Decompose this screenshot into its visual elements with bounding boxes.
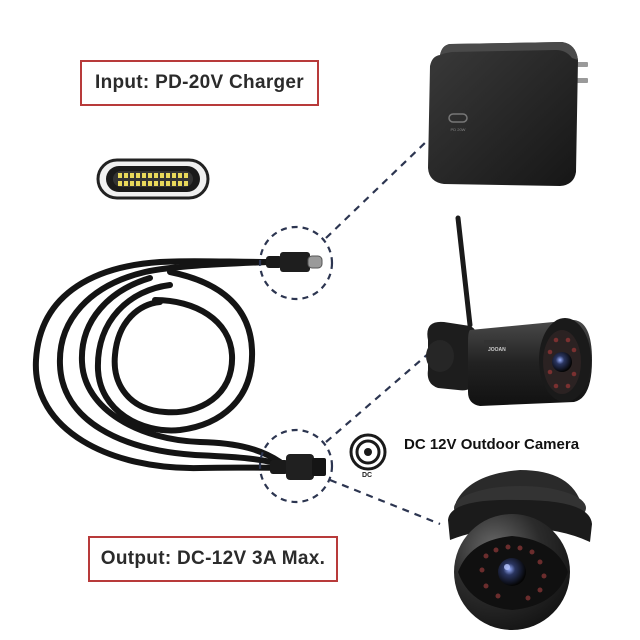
dc-jack-icon — [349, 433, 387, 471]
dc-barrel-plug-icon — [270, 454, 326, 480]
input-label: Input: PD-20V Charger — [80, 60, 319, 106]
camera-caption: DC 12V Outdoor Camera — [404, 436, 580, 453]
svg-text:JOOAN: JOOAN — [488, 347, 506, 353]
output-label: Output: DC-12V 3A Max. — [88, 536, 338, 582]
dc-jack-label: DC — [362, 472, 373, 479]
coiled-cable-icon — [32, 258, 303, 472]
svg-text:PD 20W: PD 20W — [451, 127, 466, 132]
usb-c-plug-icon — [266, 252, 323, 272]
bullet-camera-icon — [426, 215, 592, 406]
usb-c-port-icon — [96, 158, 210, 200]
usb-c-charger-icon: PD 20W — [428, 42, 588, 186]
dome-camera-icon — [448, 470, 592, 630]
